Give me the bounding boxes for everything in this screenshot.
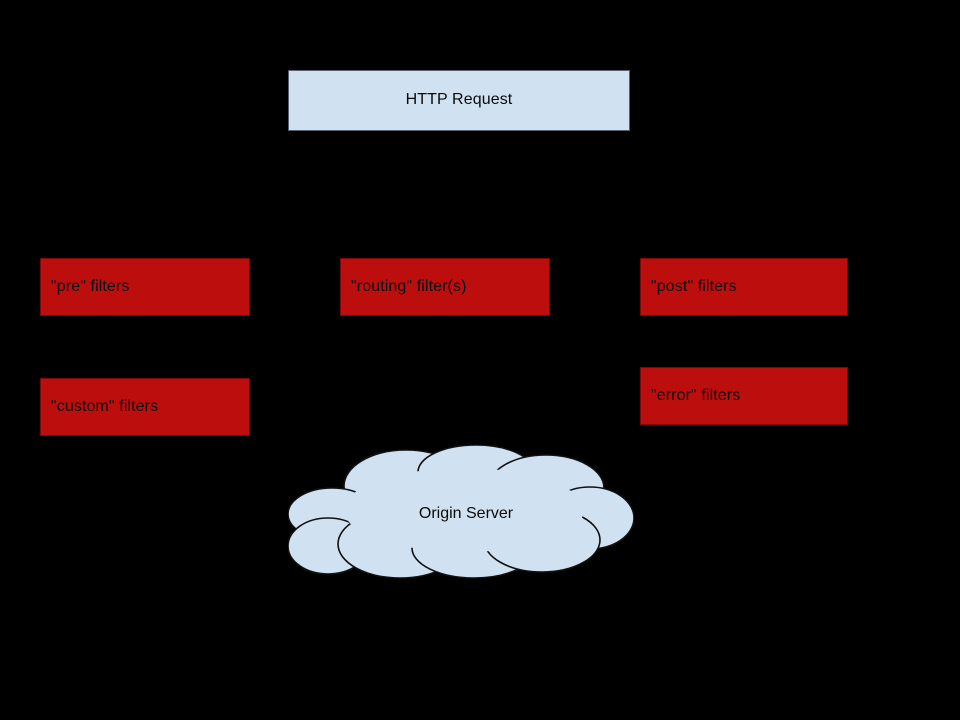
node-error-filters[interactable]: "error" filters xyxy=(640,367,848,425)
node-post-filters-label: "post" filters xyxy=(651,277,737,295)
node-custom-filters-label: "custom" filters xyxy=(51,397,159,415)
node-custom-filters[interactable]: "custom" filters xyxy=(40,378,250,436)
cloud-icon xyxy=(288,444,634,579)
node-post-filters[interactable]: "post" filters xyxy=(640,258,848,316)
node-pre-filters-label: "pre" filters xyxy=(51,277,130,295)
node-http-request-label: HTTP Request xyxy=(405,91,513,109)
node-routing-filters[interactable]: "routing" filter(s) xyxy=(340,258,550,316)
node-pre-filters[interactable]: "pre" filters xyxy=(40,258,250,316)
node-routing-filters-label: "routing" filter(s) xyxy=(351,277,467,295)
node-origin-server[interactable]: Origin Server xyxy=(288,440,634,580)
node-error-filters-label: "error" filters xyxy=(651,386,741,404)
node-http-request[interactable]: HTTP Request xyxy=(288,70,630,131)
